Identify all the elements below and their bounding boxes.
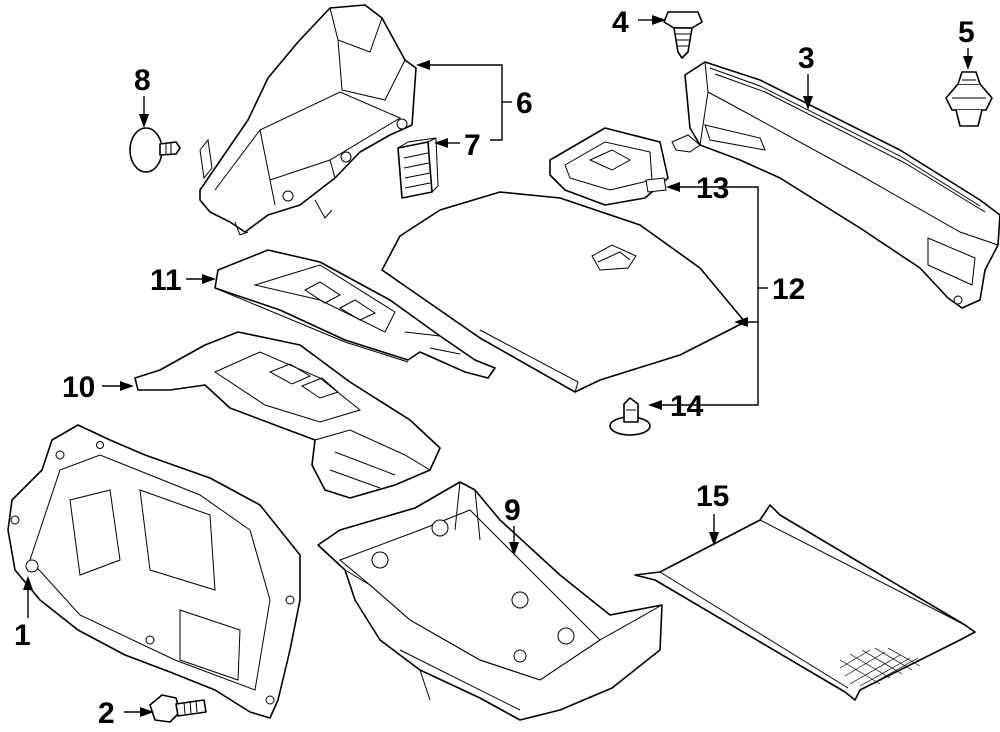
mesh-pattern bbox=[839, 647, 921, 687]
callout-3: 3 bbox=[798, 42, 815, 75]
callout-6: 6 bbox=[516, 87, 533, 120]
callout-8: 8 bbox=[134, 64, 151, 97]
spare-tire-tub-tray bbox=[317, 481, 663, 721]
callout-5: 5 bbox=[958, 16, 975, 49]
callout-4: 4 bbox=[612, 6, 629, 39]
rear-sill-trim-panel bbox=[671, 61, 1000, 309]
push-fastener bbox=[129, 127, 181, 173]
bolt bbox=[149, 694, 207, 723]
callout-12: 12 bbox=[772, 273, 805, 306]
callout-15: 15 bbox=[696, 480, 729, 513]
trunk-floor-trim-panel bbox=[7, 424, 301, 719]
grommet-nut bbox=[945, 71, 993, 127]
callout-13: 13 bbox=[696, 172, 729, 205]
callout-1: 1 bbox=[14, 619, 31, 652]
retainer-clip bbox=[609, 397, 651, 436]
callout-7: 7 bbox=[464, 129, 481, 162]
load-floor-assembly bbox=[381, 191, 746, 393]
upper-floor-insulator bbox=[214, 249, 496, 379]
storage-bin bbox=[549, 127, 669, 206]
callout-9: 9 bbox=[504, 494, 521, 527]
push-pin-retainer bbox=[663, 11, 703, 59]
callout-11: 11 bbox=[150, 264, 182, 297]
leader-lines bbox=[23, 15, 973, 717]
callout-14: 14 bbox=[670, 390, 704, 423]
lower-floor-insulator bbox=[134, 331, 441, 499]
trim-clip bbox=[397, 137, 439, 199]
callout-labels: 1 2 3 4 5 6 7 8 9 10 11 12 13 14 15 bbox=[14, 6, 975, 730]
side-trim-panel bbox=[199, 4, 417, 236]
callout-10: 10 bbox=[62, 371, 95, 404]
cargo-net bbox=[634, 504, 976, 701]
callout-2: 2 bbox=[98, 697, 115, 730]
